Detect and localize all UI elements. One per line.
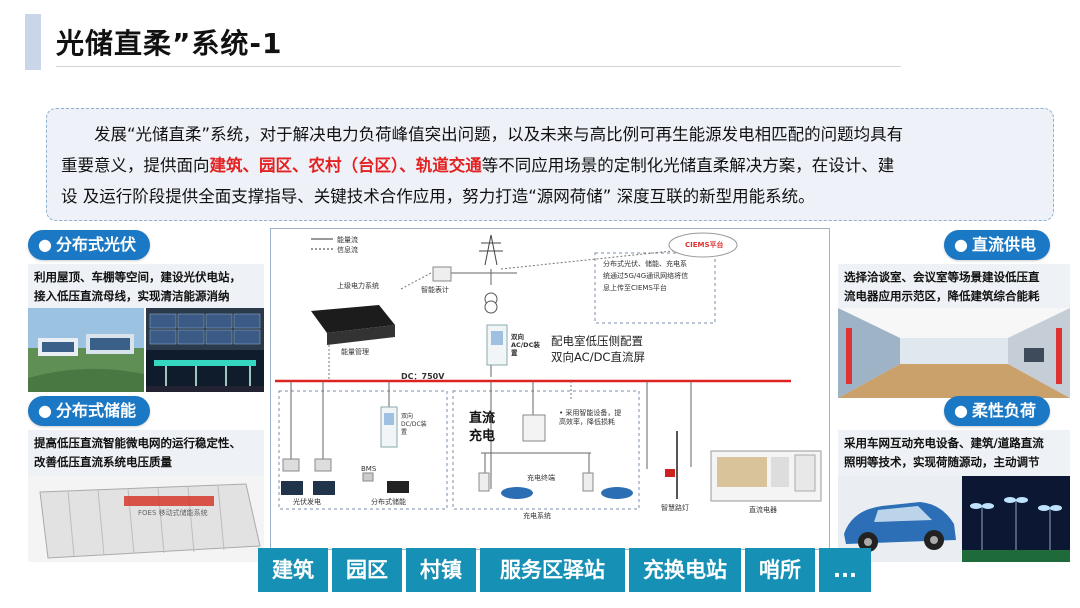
- ciems-cloud-label: CIEMS平台: [685, 240, 724, 250]
- storage-description: 提高低压直流智能微电网的运行稳定性、 改善低压直流系统电压质量: [28, 430, 264, 476]
- tag-label: 直流供电: [972, 235, 1036, 254]
- storage-desc-line: 改善低压直流系统电压质量: [34, 453, 258, 472]
- showroom-photo: [838, 308, 1070, 398]
- tab-more[interactable]: ...: [819, 548, 871, 592]
- intro-box: 发展“光储直柔”系统，对于解决电力负荷峰值突出问题，以及未来与高比例可再生能源发…: [46, 108, 1054, 221]
- tag-distributed-pv: ●分布式光伏: [28, 230, 150, 260]
- pv-carport-photo: [146, 350, 264, 392]
- dc-appliance-label: 直流电器: [749, 505, 777, 515]
- title-underline: [56, 66, 901, 67]
- intro-line-2: 重要意义，提供面向建筑、园区、农村（台区）、轨道交通等不同应用场景的定制化光储直…: [61, 150, 1039, 181]
- tab-service-station[interactable]: 服务区驿站: [480, 548, 625, 592]
- bms-label: BMS: [361, 465, 376, 473]
- storage-container-photo: FOES 移动式储能系统: [28, 476, 264, 562]
- tag-label: 分布式储能: [56, 401, 136, 420]
- dist-room-line-2: 双向AC/DC直流屏: [551, 349, 645, 365]
- tag-distributed-storage: ●分布式储能: [28, 396, 150, 426]
- storage-label: 分布式储能: [371, 497, 406, 507]
- legend-energy-label: 能量流: [337, 235, 358, 245]
- flex-desc-line: 采用车网互动充电设备、建筑/道路直流: [844, 434, 1064, 453]
- pv-desc-line: 利用屋顶、车棚等空间，建设光伏电站，: [34, 268, 258, 287]
- tab-sentry-post[interactable]: 哨所: [745, 548, 815, 592]
- charge-pile-label: 充电终端: [527, 473, 555, 483]
- pv-park-photo: [28, 308, 144, 392]
- storage-desc-line: 提高低压直流智能微电网的运行稳定性、: [34, 434, 258, 453]
- tab-building[interactable]: 建筑: [258, 548, 328, 592]
- info-note-line: 统通过5G/4G通讯网络将信: [603, 271, 688, 281]
- streetlight-photo: [962, 476, 1070, 562]
- info-note-line: 分布式光伏、储能、充电系: [603, 259, 687, 269]
- legend-info-label: 信息流: [337, 245, 358, 255]
- diagram-lines: [271, 229, 831, 551]
- tag-flexible-load: ●柔性负荷: [944, 396, 1050, 426]
- intro-line-3: 设 及运行阶段提供全面支撑指导、关键技术合作应用，努力打造“源网荷储” 深度互联…: [61, 181, 1039, 212]
- intro-text: 重要意义，提供面向: [61, 156, 210, 175]
- street-light-label: 智慧路灯: [661, 503, 689, 513]
- dc-charge-title-2: 充电: [469, 425, 495, 444]
- upper-grid-label: 上级电力系统: [337, 281, 379, 291]
- tag-label: 分布式光伏: [56, 235, 136, 254]
- title-accent-bar: [25, 14, 41, 70]
- pv-label: 光伏发电: [293, 497, 321, 507]
- bullet-icon: ●: [954, 401, 968, 420]
- tag-label: 柔性负荷: [972, 401, 1036, 420]
- bullet-icon: ●: [38, 401, 52, 420]
- pv-description: 利用屋顶、车棚等空间，建设光伏电站， 接入低压直流母线，实现清洁能源消纳: [28, 264, 264, 308]
- tag-dc-supply: ●直流供电: [944, 230, 1050, 260]
- intro-highlight: 建筑、园区、农村（台区）、轨道交通: [210, 156, 482, 175]
- bullet-icon: ●: [954, 235, 968, 254]
- intro-line-1: 发展“光储直柔”系统，对于解决电力负荷峰值突出问题，以及未来与高比例可再生能源发…: [61, 119, 1039, 150]
- charging-system-label: 充电系统: [523, 511, 551, 521]
- flex-load-description: 采用车网互动充电设备、建筑/道路直流 照明等技术，实现荷随源动，主动调节: [838, 430, 1070, 476]
- dcdc-label: 双向DC/DC装置: [401, 413, 431, 437]
- pv-roof-photo: [146, 308, 264, 350]
- tab-village[interactable]: 村镇: [406, 548, 476, 592]
- intro-text: 等不同应用场景的定制化光储直柔解决方案，在设计、建: [482, 156, 895, 175]
- dc-supply-description: 选择洽谈室、会议室等场景建设低压直 流电器应用示范区，降低建筑综合能耗: [838, 264, 1070, 308]
- tab-charging-station[interactable]: 充换电站: [629, 548, 741, 592]
- tab-park[interactable]: 园区: [332, 548, 402, 592]
- dc-bus-label: DC：750V: [401, 371, 444, 382]
- dc-desc-line: 选择洽谈室、会议室等场景建设低压直: [844, 268, 1064, 287]
- dc-charge-title-1: 直流: [469, 407, 495, 426]
- page-title: 光储直柔”系统-1: [56, 22, 283, 62]
- charge-note: • 采用智能设备，提高效率，降低损耗: [559, 409, 627, 427]
- ems-label: 能量管理: [341, 347, 369, 357]
- dc-desc-line: 流电器应用示范区，降低建筑综合能耗: [844, 287, 1064, 306]
- bullet-icon: ●: [38, 235, 52, 254]
- system-diagram: 能量流 信息流 CIEMS平台 上级电力系统 智能表计 能量管理 双向AC/DC…: [270, 228, 830, 550]
- flex-desc-line: 照明等技术，实现荷随源动，主动调节: [844, 453, 1064, 472]
- bidir-acdc-label: 双向AC/DC装置: [511, 333, 543, 357]
- scenario-tabs: 建筑 园区 村镇 服务区驿站 充换电站 哨所 ...: [258, 548, 871, 592]
- info-note-line: 息上传至CIEMS平台: [603, 283, 667, 293]
- pv-desc-line: 接入低压直流母线，实现清洁能源消纳: [34, 287, 258, 306]
- smart-meter-label: 智能表计: [421, 285, 449, 295]
- container-label: FOES 移动式储能系统: [138, 508, 208, 518]
- dist-room-line-1: 配电室低压侧配置: [551, 333, 643, 349]
